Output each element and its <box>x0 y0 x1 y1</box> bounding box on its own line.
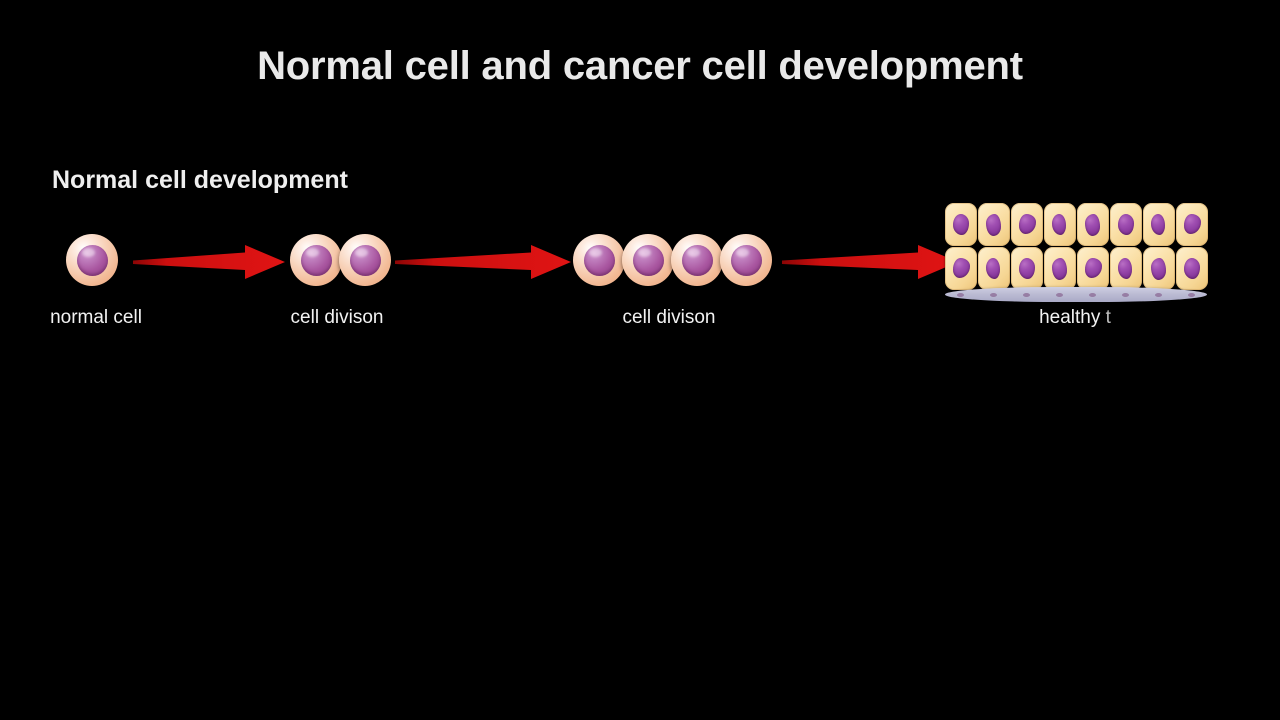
arrow-1-icon <box>133 245 285 279</box>
tissue-nucleus <box>1019 214 1036 234</box>
cell <box>671 234 723 286</box>
tissue-cell <box>1077 247 1109 290</box>
arrow-2-icon <box>395 245 571 279</box>
tissue-nucleus <box>1184 258 1200 279</box>
membrane-dot <box>1122 293 1129 297</box>
cell-group-two-cells <box>290 234 391 286</box>
cell-group-normal-cell <box>66 234 118 286</box>
caption-text: normal cell <box>50 307 142 328</box>
tissue-cell <box>1110 203 1142 246</box>
tissue-nucleus <box>986 214 1001 236</box>
tissue-rows <box>945 203 1209 290</box>
tissue-nucleus <box>953 214 969 235</box>
cell <box>290 234 342 286</box>
cell <box>573 234 625 286</box>
tissue-nucleus <box>986 258 1000 279</box>
section-title-normal-cell-development: Normal cell development <box>52 166 348 194</box>
page-title: Normal cell and cancer cell development <box>257 44 1023 88</box>
nucleus-highlight <box>82 248 95 257</box>
tissue-cell <box>978 203 1010 246</box>
tissue-cell <box>1143 203 1175 246</box>
caption-cell-division-two: cell divison <box>243 307 431 329</box>
tissue-nucleus <box>1151 258 1166 280</box>
membrane-dot <box>1155 293 1162 297</box>
cell <box>66 234 118 286</box>
caption-text: cell divison <box>290 307 384 328</box>
nucleus-highlight <box>638 248 651 257</box>
nucleus-highlight <box>355 248 368 257</box>
cell <box>720 234 772 286</box>
tissue-cell <box>1077 203 1109 246</box>
caption-healthy-tissue: healthy t <box>955 307 1195 329</box>
tissue-nucleus <box>1118 214 1134 235</box>
tissue-cell <box>1110 247 1142 290</box>
tissue-nucleus <box>1019 258 1035 279</box>
nucleus-highlight <box>736 248 749 257</box>
basement-membrane <box>945 287 1207 302</box>
tissue-cell <box>1176 203 1208 246</box>
caption-text-pending: t <box>1105 307 1111 328</box>
tissue-cell <box>1044 203 1076 246</box>
caption-text: healthy <box>1039 307 1106 328</box>
membrane-dot <box>1056 293 1063 297</box>
tissue-nucleus <box>1052 214 1066 235</box>
tissue-cell <box>1011 203 1043 246</box>
tissue-cell <box>1143 247 1175 290</box>
tissue-cell <box>1176 247 1208 290</box>
tissue-cell <box>945 247 977 290</box>
tissue-row <box>945 203 1209 246</box>
cell <box>339 234 391 286</box>
membrane-dot <box>957 293 964 297</box>
caption-text: cell divison <box>622 307 716 328</box>
membrane-dot <box>1089 293 1096 297</box>
nucleus-highlight <box>589 248 602 257</box>
tissue-cell <box>945 203 977 246</box>
arrow-3-icon <box>782 245 958 279</box>
tissue-cell <box>1011 247 1043 290</box>
tissue-nucleus <box>1151 214 1165 235</box>
membrane-dot <box>1023 293 1030 297</box>
tissue-nucleus <box>1052 258 1067 280</box>
tissue-cell <box>978 247 1010 290</box>
cell-group-four-cells <box>573 234 772 286</box>
nucleus-highlight <box>687 248 700 257</box>
caption-cell-division-four: cell divison <box>575 307 763 329</box>
tissue-nucleus <box>1085 258 1102 278</box>
nucleus-highlight <box>306 248 319 257</box>
cell <box>622 234 674 286</box>
membrane-dot <box>990 293 997 297</box>
tissue-nucleus <box>953 258 970 278</box>
tissue-row <box>945 247 1209 290</box>
caption-normal-cell: normal cell <box>0 307 192 329</box>
tissue-nucleus <box>1085 214 1100 236</box>
tissue-cell <box>1044 247 1076 290</box>
membrane-dot <box>1188 293 1195 297</box>
tissue-nucleus <box>1184 214 1201 234</box>
tissue-nucleus <box>1118 258 1132 279</box>
tissue-block-healthy <box>945 203 1209 302</box>
